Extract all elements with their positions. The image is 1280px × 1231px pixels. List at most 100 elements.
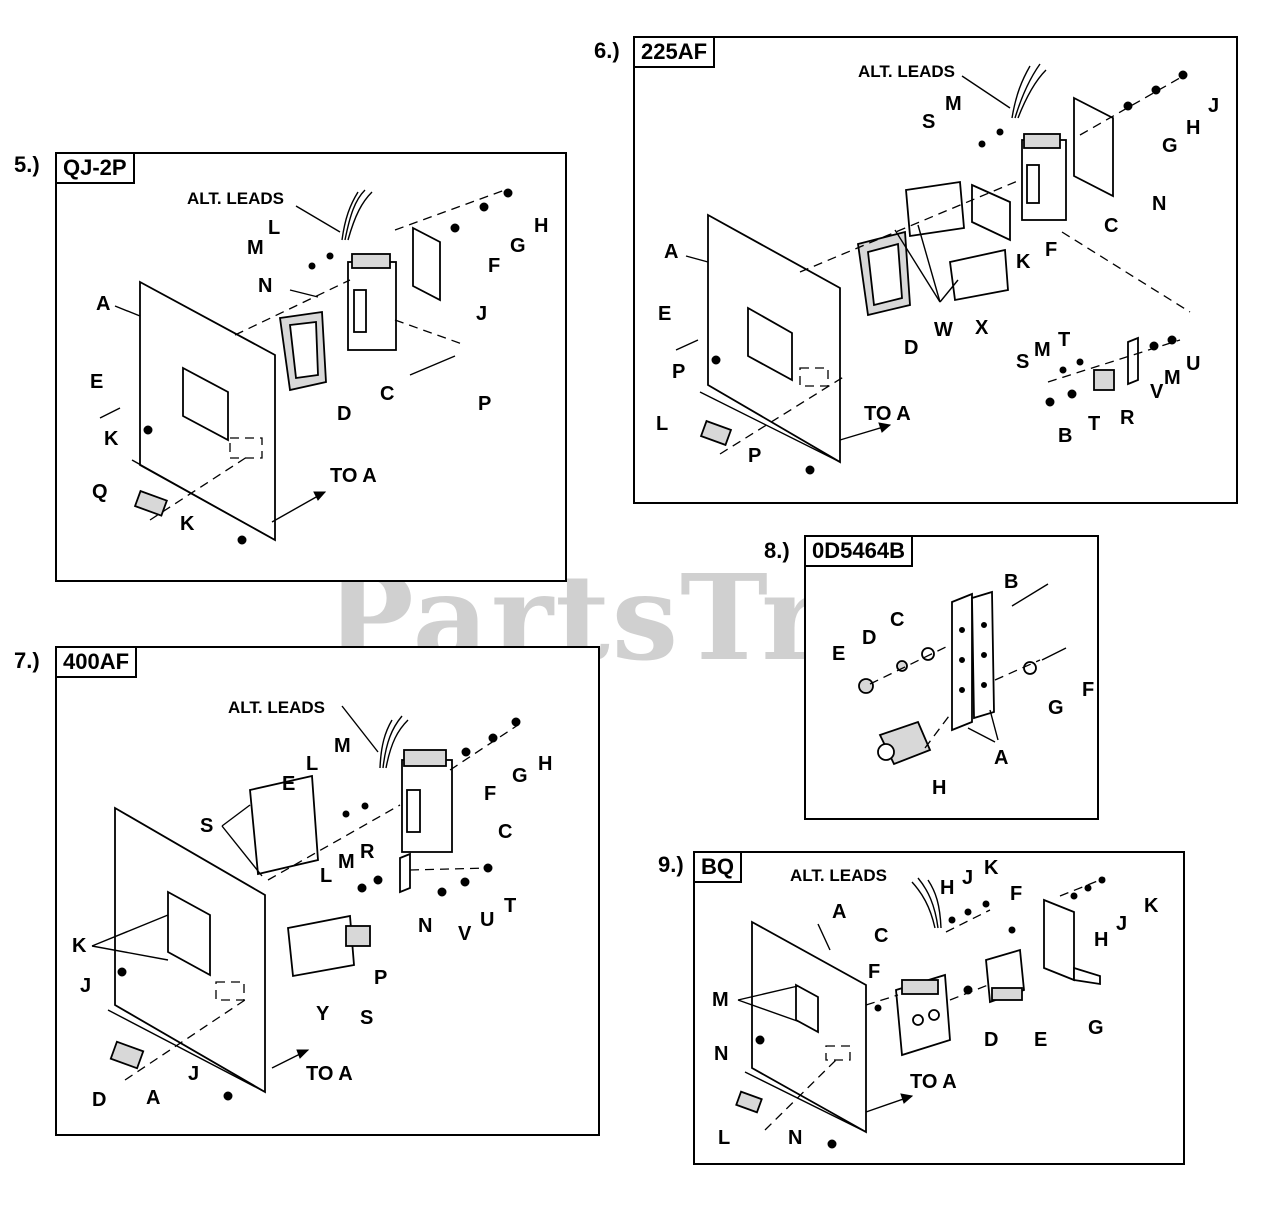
p6-label-B: B: [1058, 425, 1072, 447]
p8-label-D: D: [862, 627, 876, 649]
p9-label-G: G: [1088, 1017, 1104, 1039]
p5-label-N: N: [258, 275, 272, 297]
p6-label-S2: S: [1016, 351, 1029, 373]
p6-label-U: U: [1186, 353, 1200, 375]
p6-label-N: N: [1152, 193, 1166, 215]
p8-label-G: G: [1048, 697, 1064, 719]
p6-label-A: A: [664, 241, 678, 263]
p7-label-M2: M: [338, 851, 355, 873]
p9-label-K1: K: [984, 857, 999, 879]
p5-label-E: E: [90, 371, 103, 393]
p7-label-E: E: [282, 773, 295, 795]
p6-label-M: M: [945, 93, 962, 115]
p6-to-a: TO A: [864, 403, 911, 425]
p7-label-J2: J: [188, 1063, 199, 1085]
p8-label-E: E: [832, 643, 845, 665]
p5-label-F: F: [488, 255, 500, 277]
p5-label-G: G: [510, 235, 526, 257]
panel-8-tag: 0D5464B: [804, 535, 913, 567]
panel-9-tag: BQ: [693, 851, 742, 883]
p5-label-K2: K: [180, 513, 195, 535]
p5-label-M: M: [247, 237, 264, 259]
p5-label-A: A: [96, 293, 110, 315]
p6-label-M2: M: [1034, 339, 1051, 361]
p7-label-K: K: [72, 935, 87, 957]
p7-label-G: G: [512, 765, 528, 787]
panel-5-tag: QJ-2P: [55, 152, 135, 184]
p6-alt-leads: ALT. LEADS: [858, 62, 955, 81]
p9-label-H1: H: [940, 877, 954, 899]
p7-label-R: R: [360, 841, 375, 863]
p6-label-K: K: [1016, 251, 1031, 273]
p6-label-E: E: [658, 303, 671, 325]
p7-label-C: C: [498, 821, 512, 843]
p5-label-H: H: [534, 215, 548, 237]
p9-label-J1: J: [962, 867, 973, 889]
panel-8-number: 8.): [764, 538, 790, 563]
p9-label-F1: F: [1010, 883, 1022, 905]
p9-label-D: D: [984, 1029, 998, 1051]
p6-label-F: F: [1045, 239, 1057, 261]
p7-label-F: F: [484, 783, 496, 805]
p7-alt-leads: ALT. LEADS: [228, 698, 325, 717]
p9-label-A: A: [832, 901, 846, 923]
p5-label-J: J: [476, 303, 487, 325]
p5-label-D: D: [337, 403, 351, 425]
p9-label-K2: K: [1144, 895, 1159, 917]
p6-label-X: X: [975, 317, 989, 339]
p5-alt-leads: ALT. LEADS: [187, 189, 284, 208]
p8-label-B: B: [1004, 571, 1018, 593]
p6-label-V: V: [1150, 381, 1164, 403]
p6-label-P2: P: [748, 445, 761, 467]
p5-label-L: L: [268, 217, 280, 239]
p8-label-F: F: [1082, 679, 1094, 701]
panel-6-tag: 225AF: [633, 36, 716, 68]
panel-7-number: 7.): [14, 648, 40, 673]
p9-label-H2: H: [1094, 929, 1108, 951]
p7-to-a: TO A: [306, 1063, 353, 1085]
p9-alt-leads: ALT. LEADS: [790, 866, 887, 885]
p9-label-E: E: [1034, 1029, 1047, 1051]
p6-label-R: R: [1120, 407, 1135, 429]
p6-label-P1: P: [672, 361, 685, 383]
p7-label-P: P: [374, 967, 387, 989]
panel-6-number: 6.): [594, 38, 620, 63]
p6-label-C: C: [1104, 215, 1118, 237]
p6-label-S: S: [922, 111, 935, 133]
p7-label-H: H: [538, 753, 552, 775]
p7-label-L1: L: [306, 753, 318, 775]
p7-label-S1: S: [200, 815, 213, 837]
p7-label-L2: L: [320, 865, 332, 887]
p5-label-Q: Q: [92, 481, 108, 503]
p7-label-D: D: [92, 1089, 106, 1111]
p6-label-H: H: [1186, 117, 1200, 139]
p6-label-J: J: [1208, 95, 1219, 117]
p5-label-C: C: [380, 383, 394, 405]
p7-label-S2: S: [360, 1007, 373, 1029]
p6-label-T2: T: [1088, 413, 1100, 435]
p7-label-T: T: [504, 895, 516, 917]
p7-label-V: V: [458, 923, 472, 945]
p7-label-A: A: [146, 1087, 160, 1109]
p7-label-M1: M: [334, 735, 351, 757]
p9-label-J2: J: [1116, 913, 1127, 935]
p7-label-N: N: [418, 915, 432, 937]
panel-7-tag: 400AF: [55, 646, 138, 678]
p7-label-J1: J: [80, 975, 91, 997]
panel-9-number: 9.): [658, 852, 684, 877]
p6-label-T1: T: [1058, 329, 1070, 351]
p9-label-F2: F: [868, 961, 880, 983]
p5-label-K1: K: [104, 428, 119, 450]
p6-label-M3: M: [1164, 367, 1181, 389]
p8-label-H: H: [932, 777, 946, 799]
p9-label-N1: N: [714, 1043, 728, 1065]
p9-label-C: C: [874, 925, 888, 947]
p6-label-D: D: [904, 337, 918, 359]
p6-label-W: W: [934, 319, 953, 341]
p7-label-Y: Y: [316, 1003, 330, 1025]
